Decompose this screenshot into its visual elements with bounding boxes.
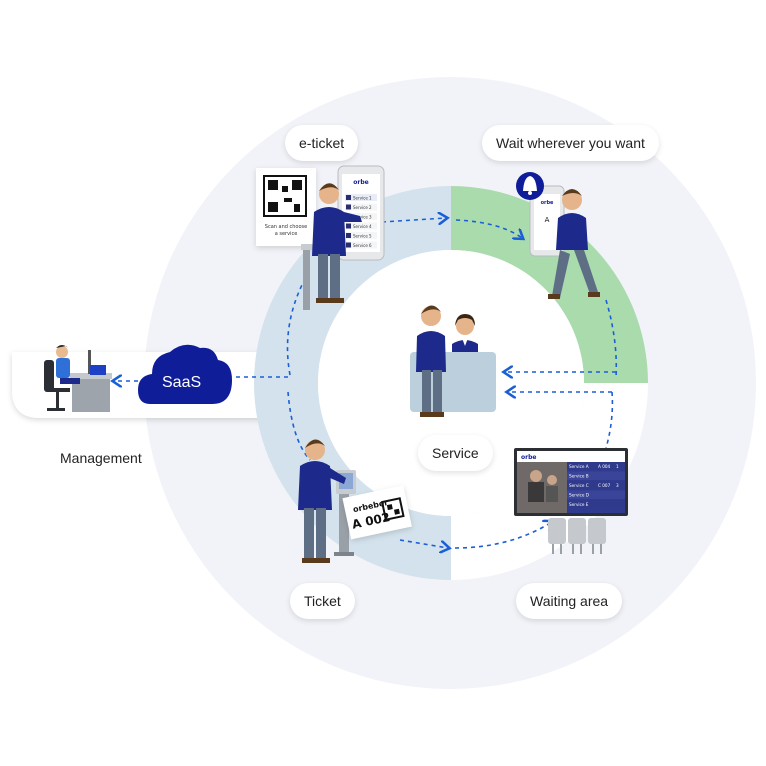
arrow-left-down (287, 391, 311, 461)
ticket-kiosk (334, 470, 356, 556)
label-management-text: Management (60, 450, 142, 466)
phone-item-icon (346, 223, 351, 229)
display-ticket: C 007 (598, 483, 611, 488)
display-brand: orbe (521, 454, 536, 461)
arrow-down-right (605, 299, 618, 379)
bell-icon (516, 172, 544, 200)
phone-item-label: Service 1 (353, 196, 372, 201)
phone-service-list: Service 1 Service 2 Service 3 Service 4 Serv… (345, 194, 377, 249)
phone-item-icon (346, 195, 351, 200)
management-figure (44, 345, 112, 412)
phone-item-label: Service 4 (353, 224, 372, 229)
person-wait: orbe A (529, 185, 600, 299)
phone-brand: orbe (353, 179, 368, 186)
display-desk: 3 (616, 483, 619, 488)
qr-card-line1: Scan and choose (265, 224, 307, 230)
phone-item-icon (346, 233, 351, 238)
display-service: Service D (569, 493, 589, 498)
saas-cloud-icon (138, 344, 232, 404)
display-row (567, 500, 625, 509)
ring-segment-eticket (254, 186, 451, 383)
saas-label: SaaS (162, 374, 202, 391)
label-service-text: Service (432, 445, 479, 461)
phone-item-icon (346, 204, 351, 210)
phone-item-label: Service 6 (353, 243, 372, 248)
display-row (567, 462, 625, 471)
waiting-chairs (548, 518, 606, 554)
label-waiting-area: Waiting area (516, 583, 623, 619)
label-wait: Wait wherever you want (482, 125, 659, 161)
svg-text:orbe: orbe (541, 200, 554, 206)
arrow-ticket-out (399, 539, 448, 548)
qr-card-line2: a service (275, 231, 298, 237)
label-waiting-area-text: Waiting area (530, 593, 609, 609)
label-management: Management (60, 450, 142, 466)
label-eticket-text: e-ticket (299, 135, 345, 151)
display-ticket: A 004 (598, 464, 611, 469)
display-row (567, 481, 625, 490)
phone-item-icon (346, 242, 351, 248)
phone-service-item (345, 222, 377, 230)
phone-service-item (345, 232, 377, 239)
label-ticket-text: Ticket (304, 593, 341, 609)
phone-service-item (345, 213, 377, 220)
service-counter (410, 305, 496, 417)
display-service: Service C (569, 483, 589, 488)
display-service: Service E (569, 502, 589, 507)
display-service: Service B (569, 474, 589, 479)
phone-item-label: Service 5 (353, 234, 372, 239)
ring-segment-wait (451, 186, 648, 383)
label-eticket: e-ticket (285, 125, 359, 161)
svg-text:A: A (545, 216, 550, 224)
label-wait-text: Wait wherever you want (496, 135, 645, 151)
label-service: Service (418, 435, 493, 471)
phone-item-label: Service 3 (353, 215, 372, 220)
phone-service-item (345, 194, 377, 201)
phone-item-label: Service 2 (353, 205, 372, 210)
display-row (567, 490, 625, 499)
arrow-to-wait (381, 218, 446, 222)
display-service: Service A (569, 464, 589, 469)
display-row (567, 471, 625, 480)
label-ticket: Ticket (290, 583, 355, 619)
person-eticket (301, 183, 362, 310)
phone-service-item (345, 203, 377, 211)
arrow-to-waiting (454, 522, 552, 549)
display-desk: 1 (616, 464, 619, 469)
ticket-slip (342, 485, 412, 540)
qr-card (256, 168, 316, 246)
person-ticket (298, 439, 346, 563)
arrow-from-board (605, 391, 614, 449)
phone-service-item (345, 241, 377, 249)
